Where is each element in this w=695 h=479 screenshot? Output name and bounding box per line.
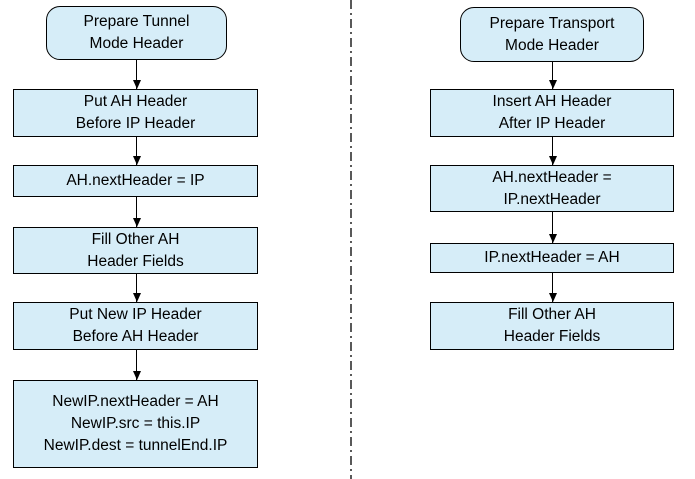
node-text-line: Insert AH Header <box>492 93 612 110</box>
node-newip-assignments: NewIP.nextHeader = AH NewIP.src = this.I… <box>13 380 258 468</box>
node-text-line: Prepare Tunnel <box>83 13 190 30</box>
node-put-new-ip-header-before-ah-header: Put New IP Header Before AH Header <box>13 302 258 350</box>
node-ah-nextheader-equals-ip: AH.nextHeader = IP <box>13 165 258 197</box>
node-text-line: Mode Header <box>505 36 599 54</box>
node-prepare-tunnel-mode-header: Prepare Tunnel Mode Header <box>46 6 227 60</box>
node-insert-ah-header-after-ip-header: Insert AH Header After IP Header <box>430 89 674 137</box>
node-text-line: Before IP Header <box>75 115 196 132</box>
arrow-down-icon <box>552 273 553 302</box>
arrow-down-icon <box>552 62 553 89</box>
node-text-line: Prepare Transport <box>489 14 615 32</box>
node-text-line: NewIP.src = this.IP <box>70 415 201 432</box>
node-text-line: Mode Header <box>89 35 184 52</box>
node-text-line: AH.nextHeader = IP <box>66 172 205 189</box>
node-ah-nextheader-equals-ip-nextheader: AH.nextHeader = IP.nextHeader <box>430 165 674 212</box>
node-fill-other-ah-header-fields-tunnel: Fill Other AH Header Fields <box>13 227 258 274</box>
node-text-line: NewIP.nextHeader = AH <box>52 393 219 410</box>
node-text-line: NewIP.dest = tunnelEnd.IP <box>43 437 228 454</box>
node-put-ah-header-before-ip-header: Put AH Header Before IP Header <box>13 89 258 137</box>
node-text-line: Header Fields <box>503 328 601 345</box>
node-fill-other-ah-header-fields-transport: Fill Other AH Header Fields <box>430 302 674 350</box>
arrow-down-icon <box>136 274 137 302</box>
node-text-line: Put New IP Header <box>69 306 202 323</box>
node-text-line: Fill Other AH <box>91 230 180 248</box>
node-text-line: AH.nextHeader = <box>492 168 612 186</box>
arrow-down-icon <box>136 197 137 227</box>
node-text-line: Before AH Header <box>72 328 199 345</box>
arrow-down-icon <box>552 137 553 165</box>
node-text-line: Put AH Header <box>83 93 188 110</box>
node-text-line: After IP Header <box>498 115 606 132</box>
arrow-down-icon <box>552 212 553 243</box>
arrow-down-icon <box>136 137 137 165</box>
column-separator-line <box>350 0 352 479</box>
node-text-line: IP.nextHeader <box>503 190 601 208</box>
arrow-down-icon <box>136 60 137 89</box>
arrow-down-icon <box>136 350 137 380</box>
node-text-line: Header Fields <box>87 252 184 270</box>
node-prepare-transport-mode-header: Prepare Transport Mode Header <box>460 7 644 62</box>
node-text-line: IP.nextHeader = AH <box>484 249 620 266</box>
node-text-line: Fill Other AH <box>508 306 596 323</box>
node-ip-nextheader-equals-ah: IP.nextHeader = AH <box>430 243 674 273</box>
